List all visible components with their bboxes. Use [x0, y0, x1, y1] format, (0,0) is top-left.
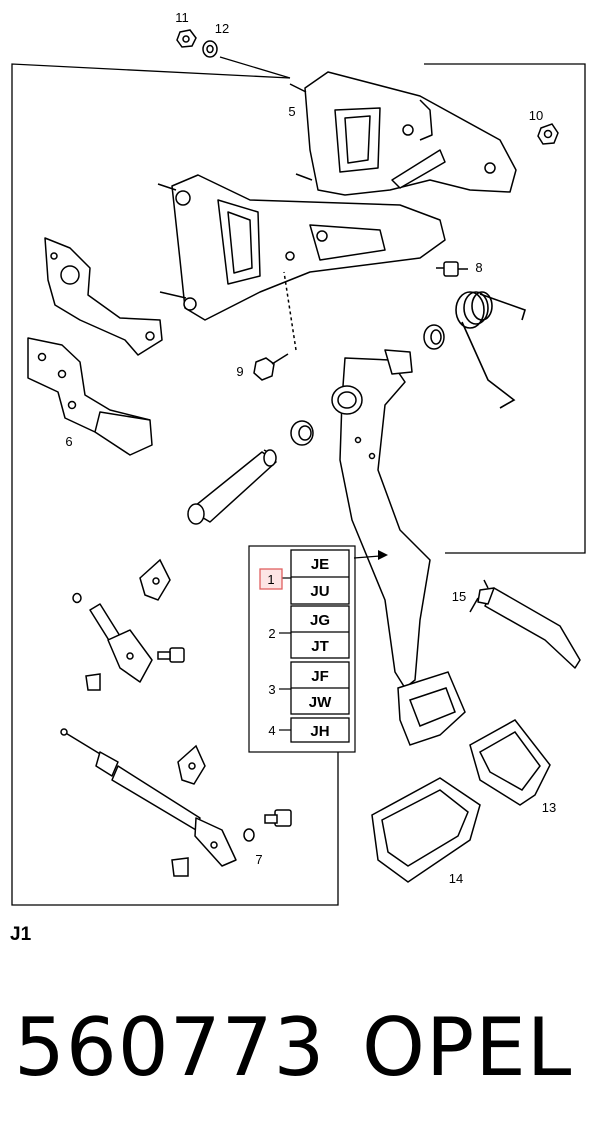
callout-4: 4	[268, 723, 275, 738]
callout-12: 12	[215, 21, 229, 36]
pedal-arm	[331, 349, 431, 689]
code-jf: JF	[311, 668, 329, 685]
main-bracket	[157, 174, 446, 321]
clip-small-left	[85, 673, 101, 691]
callout-5: 5	[288, 104, 295, 119]
part-number: 560773	[14, 1001, 326, 1094]
screw-part-8	[436, 261, 468, 277]
callout-1: 1	[267, 572, 274, 587]
code-jh: JH	[310, 723, 329, 740]
o-ring-small	[72, 592, 82, 604]
code-ju: JU	[310, 583, 329, 600]
pedal-pad-part-13	[469, 719, 551, 806]
callout-9: 9	[236, 364, 243, 379]
pivot-shaft	[187, 449, 277, 525]
nut-part-10	[537, 123, 559, 145]
highlight-box	[259, 568, 283, 590]
screw-part-9	[253, 271, 297, 381]
bushing-lower	[290, 420, 314, 446]
callout-6: 6	[65, 434, 72, 449]
pushrod	[60, 728, 237, 867]
code-jg: JG	[310, 612, 330, 629]
callout-14: 14	[449, 871, 463, 886]
bushing-upper	[423, 324, 445, 350]
upper-bracket-part-5	[289, 71, 517, 196]
callout-11: 11	[175, 10, 189, 25]
section-label: J1	[10, 924, 32, 945]
clip-lower	[177, 744, 206, 785]
nut-part-11	[176, 29, 197, 48]
code-jw: JW	[309, 694, 332, 711]
callout-labels: 1 2 3 4 5 6 7 8 9 10 11 12 13 14 15	[65, 10, 556, 886]
washer-part-12	[202, 40, 218, 58]
pin-part-7	[243, 809, 292, 842]
pedal-pad-part-14	[371, 777, 481, 883]
callout-2: 2	[268, 626, 275, 641]
variant-code-table: JE JU JG JT JF JW JH	[248, 545, 388, 753]
callout-13: 13	[542, 800, 556, 815]
clip-small-bottom	[171, 857, 189, 877]
callout-10: 10	[529, 108, 543, 123]
mount-plate-part-6	[27, 337, 153, 456]
pedal-pad-on-arm	[397, 671, 466, 746]
code-jt: JT	[311, 638, 329, 655]
code-je: JE	[311, 556, 329, 573]
switch-part-15	[469, 579, 581, 669]
callout-3: 3	[268, 682, 275, 697]
mount-plate-upper-left	[44, 237, 163, 356]
brand-name: OPEL	[362, 1001, 573, 1094]
arrow-to-pedal-icon	[378, 550, 388, 560]
callout-15: 15	[452, 589, 466, 604]
callout-8: 8	[475, 260, 482, 275]
clevis-pin	[157, 647, 185, 663]
frame-lines	[11, 56, 586, 906]
return-spring	[455, 291, 526, 409]
clip-upper	[139, 558, 171, 601]
callout-7: 7	[255, 852, 262, 867]
clevis-fork	[89, 603, 153, 683]
